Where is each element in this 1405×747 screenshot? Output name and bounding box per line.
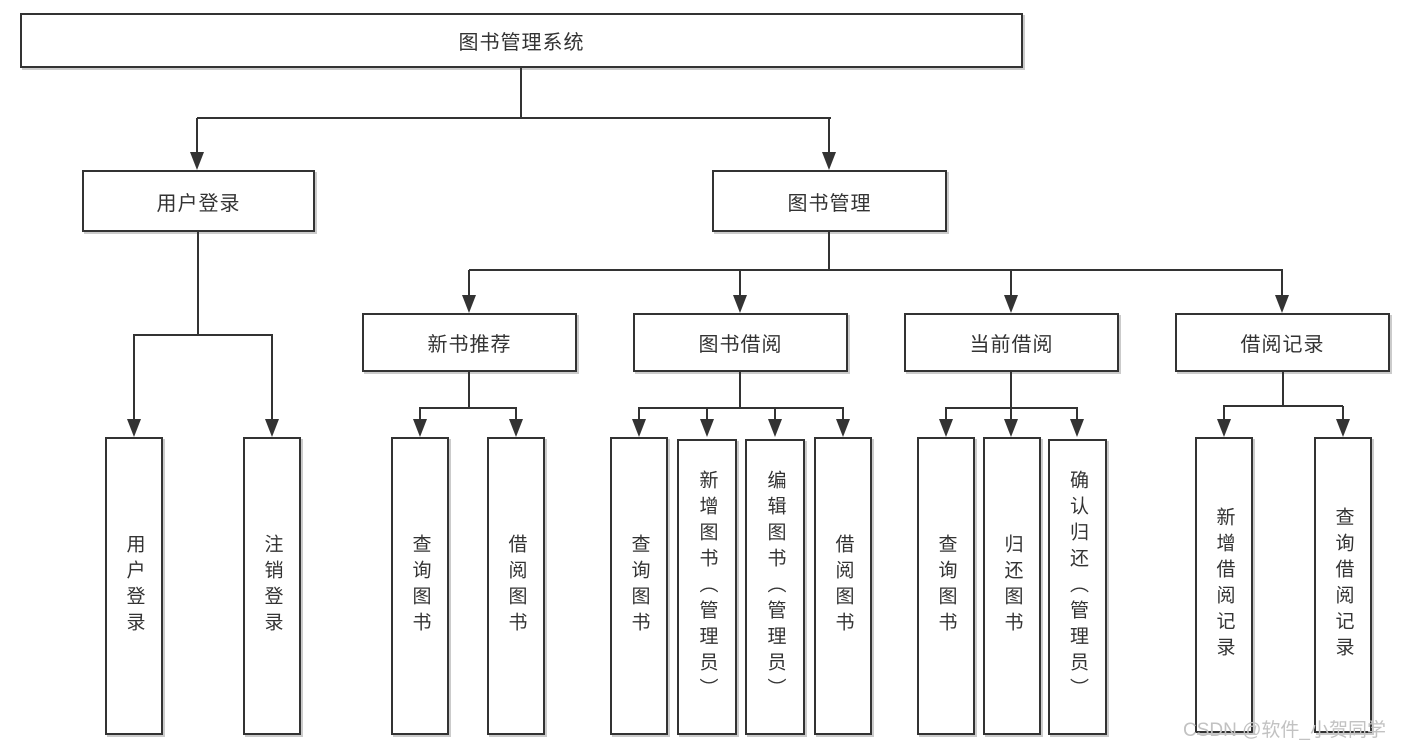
connector-arrowhead-icon bbox=[265, 419, 279, 437]
connector-arrowhead-icon bbox=[632, 419, 646, 437]
connector-arrowhead-icon bbox=[1070, 419, 1084, 437]
leaf-return-book-label: 归还图书 bbox=[1001, 534, 1023, 638]
connector-line bbox=[419, 407, 517, 409]
connector-line bbox=[515, 408, 517, 424]
leaf-add-borrow-record: 新增借阅记录 bbox=[1195, 437, 1253, 733]
leaf-query-books-current: 查询图书 bbox=[917, 437, 975, 735]
node-book-management-label: 图书管理 bbox=[787, 192, 872, 215]
connector-line bbox=[828, 118, 830, 158]
watermark-text: CSDN @软件_小贺同学 bbox=[1183, 720, 1386, 741]
leaf-query-books-borrow: 查询图书 bbox=[610, 437, 668, 735]
connector-line bbox=[1010, 372, 1012, 408]
connector-line bbox=[739, 270, 741, 298]
connector-line bbox=[1342, 406, 1344, 424]
connector-line bbox=[1282, 372, 1284, 406]
connector-arrowhead-icon bbox=[822, 152, 836, 170]
leaf-query-borrow-record: 查询借阅记录 bbox=[1314, 437, 1372, 733]
leaf-logout-label: 注销登录 bbox=[261, 534, 283, 638]
node-library-system: 图书管理系统 bbox=[20, 13, 1023, 68]
node-current-borrow-label: 当前借阅 bbox=[969, 334, 1054, 356]
connector-arrowhead-icon bbox=[1004, 419, 1018, 437]
leaf-edit-book-admin-label: 编辑图书（管理员） bbox=[764, 470, 786, 704]
connector-arrowhead-icon bbox=[700, 419, 714, 437]
connector-line bbox=[774, 408, 776, 424]
connector-line bbox=[945, 408, 947, 424]
connector-line bbox=[706, 408, 708, 424]
node-user-login-label: 用户登录 bbox=[156, 192, 241, 215]
connector-line bbox=[739, 372, 741, 408]
leaf-borrow-books-recommend: 借阅图书 bbox=[487, 437, 545, 735]
leaf-query-books-recommend-label: 查询图书 bbox=[409, 534, 431, 638]
connector-arrowhead-icon bbox=[190, 152, 204, 170]
leaf-query-books-borrow-label: 查询图书 bbox=[628, 534, 650, 638]
leaf-add-book-admin-label: 新增图书（管理员） bbox=[696, 470, 718, 704]
node-borrow-records-label: 借阅记录 bbox=[1240, 334, 1325, 356]
connector-line bbox=[842, 408, 844, 424]
leaf-return-book: 归还图书 bbox=[983, 437, 1041, 735]
watermark: CSDN @软件_小贺同学 bbox=[1183, 715, 1386, 742]
connector-line bbox=[1010, 408, 1012, 424]
node-borrow-records: 借阅记录 bbox=[1175, 313, 1390, 372]
connector-line bbox=[271, 335, 273, 423]
connector-arrowhead-icon bbox=[733, 295, 747, 313]
node-library-system-label: 图书管理系统 bbox=[458, 32, 585, 54]
connector-arrowhead-icon bbox=[836, 419, 850, 437]
leaf-confirm-return-admin: 确认归还（管理员） bbox=[1048, 439, 1107, 735]
node-new-book-recommend: 新书推荐 bbox=[362, 313, 577, 372]
node-book-management: 图书管理 bbox=[712, 170, 947, 232]
leaf-borrow-books-borrow-label: 借阅图书 bbox=[832, 534, 854, 638]
connector-line bbox=[1223, 406, 1225, 424]
connector-arrowhead-icon bbox=[462, 295, 476, 313]
connector-line bbox=[133, 335, 135, 423]
leaf-edit-book-admin: 编辑图书（管理员） bbox=[745, 439, 805, 735]
connector-arrowhead-icon bbox=[768, 419, 782, 437]
connector-arrowhead-icon bbox=[1336, 419, 1350, 437]
leaf-query-books-current-label: 查询图书 bbox=[935, 534, 957, 638]
leaf-logout: 注销登录 bbox=[243, 437, 301, 735]
leaf-user-login-label: 用户登录 bbox=[123, 534, 145, 638]
connector-line bbox=[197, 117, 831, 119]
connector-line bbox=[1281, 270, 1283, 298]
connector-line bbox=[469, 269, 1283, 271]
leaf-query-books-recommend: 查询图书 bbox=[391, 437, 449, 735]
connector-line bbox=[1010, 270, 1012, 298]
connector-line bbox=[1076, 408, 1078, 424]
connector-line bbox=[468, 270, 470, 298]
connector-line bbox=[520, 68, 522, 118]
connector-line bbox=[468, 372, 470, 408]
connector-arrowhead-icon bbox=[939, 419, 953, 437]
node-book-borrow: 图书借阅 bbox=[633, 313, 848, 372]
leaf-user-login: 用户登录 bbox=[105, 437, 163, 735]
leaf-query-borrow-record-label: 查询借阅记录 bbox=[1332, 507, 1354, 663]
connector-arrowhead-icon bbox=[127, 419, 141, 437]
leaf-confirm-return-admin-label: 确认归还（管理员） bbox=[1067, 470, 1088, 704]
connector-line bbox=[197, 232, 199, 335]
node-new-book-recommend-label: 新书推荐 bbox=[427, 334, 512, 356]
leaf-borrow-books-recommend-label: 借阅图书 bbox=[505, 534, 527, 638]
connector-line bbox=[196, 118, 198, 158]
leaf-add-book-admin: 新增图书（管理员） bbox=[677, 439, 737, 735]
node-book-borrow-label: 图书借阅 bbox=[698, 334, 783, 356]
node-user-login: 用户登录 bbox=[82, 170, 315, 232]
connector-arrowhead-icon bbox=[1217, 419, 1231, 437]
connector-line bbox=[638, 407, 844, 409]
connector-arrowhead-icon bbox=[1004, 295, 1018, 313]
leaf-add-borrow-record-label: 新增借阅记录 bbox=[1213, 507, 1235, 663]
connector-line bbox=[1223, 405, 1343, 407]
leaf-borrow-books-borrow: 借阅图书 bbox=[814, 437, 872, 735]
connector-arrowhead-icon bbox=[413, 419, 427, 437]
connector-line bbox=[419, 408, 421, 424]
node-current-borrow: 当前借阅 bbox=[904, 313, 1119, 372]
connector-arrowhead-icon bbox=[509, 419, 523, 437]
connector-line bbox=[133, 334, 273, 336]
connector-arrowhead-icon bbox=[1275, 295, 1289, 313]
connector-line bbox=[828, 232, 830, 270]
connector-line bbox=[638, 408, 640, 424]
